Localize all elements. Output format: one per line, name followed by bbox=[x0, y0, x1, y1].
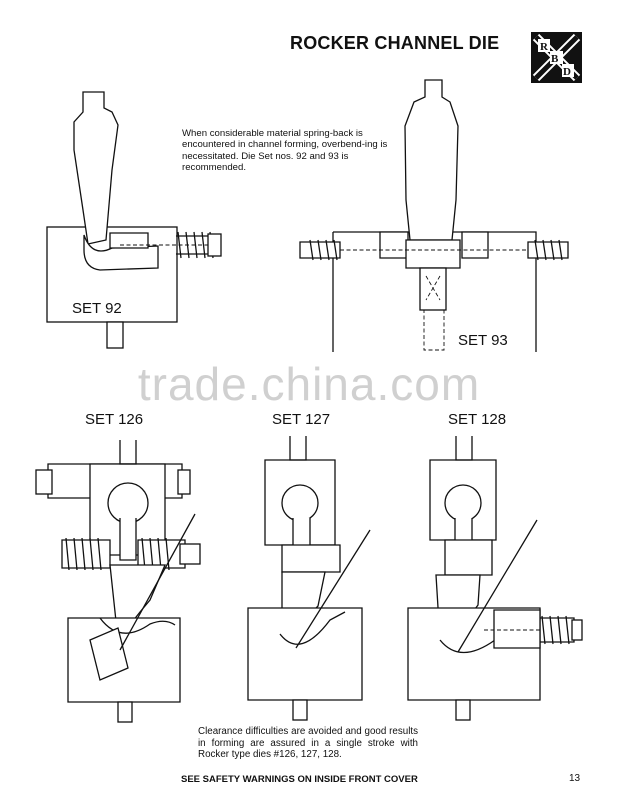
set-93-diagram bbox=[299, 79, 569, 352]
logo-letter-r: R bbox=[540, 41, 549, 53]
closing-paragraph: Clearance difficulties are avoided and g… bbox=[198, 726, 418, 760]
watermark: trade.china.com bbox=[137, 358, 481, 410]
logo-letter-d: D bbox=[563, 66, 571, 78]
safety-warning-footer: SEE SAFETY WARNINGS ON INSIDE FRONT COVE… bbox=[181, 774, 418, 785]
set-128-diagram bbox=[407, 436, 583, 721]
set-128-label: SET 128 bbox=[448, 411, 507, 428]
set-92-diagram bbox=[46, 91, 222, 349]
page-title: ROCKER CHANNEL DIE bbox=[290, 33, 500, 53]
set-127-diagram bbox=[247, 436, 371, 721]
set-92-label: SET 92 bbox=[72, 300, 122, 317]
intro-paragraph: When considerable material spring-back i… bbox=[182, 128, 388, 173]
rbd-logo: R B D bbox=[531, 32, 582, 83]
set-126-diagram bbox=[35, 440, 201, 723]
set-126-label: SET 126 bbox=[85, 411, 144, 428]
logo-letter-b: B bbox=[551, 53, 559, 65]
set-93-label: SET 93 bbox=[458, 332, 508, 349]
set-127-label: SET 127 bbox=[272, 411, 331, 428]
page-number: 13 bbox=[569, 773, 581, 784]
